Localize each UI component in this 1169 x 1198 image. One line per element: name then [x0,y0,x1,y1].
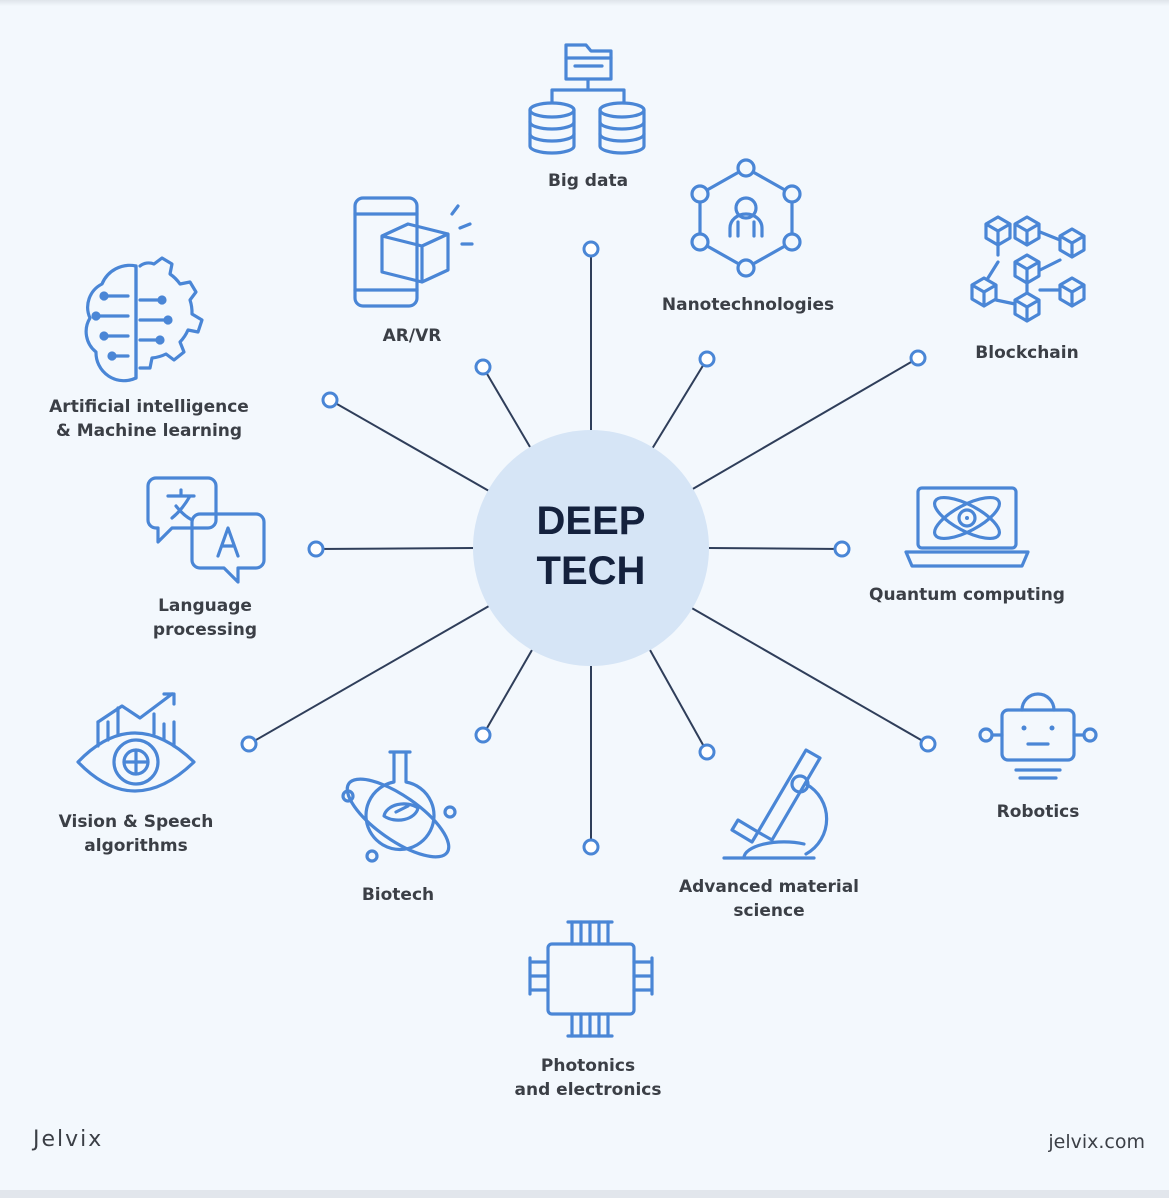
label-big-data: Big data [548,169,628,193]
center-circle [473,430,709,666]
laptop-atom-icon [904,486,1030,568]
node-nanotechnologies [698,350,716,368]
microscope-icon [722,748,829,860]
spoke-advanced-material [649,649,708,753]
label-language-processing-line-1: Language [158,596,252,616]
label-ar-vr: AR/VR [383,324,442,348]
center-title: DEEP TECH [537,496,646,596]
node-advanced-material [698,743,716,761]
label-vision-speech-line-1: Vision & Speech [58,812,214,832]
bottom-edge [0,1190,1169,1198]
spoke-blockchain [690,357,919,491]
node-big-data [582,240,600,258]
spoke-language-processing [315,547,475,550]
eye-chart-icon [76,692,196,793]
label-photonics-line-1: Photonics [540,1056,636,1076]
label-robotics-line-1: Robotics [996,802,1080,822]
robot-icon [978,692,1098,780]
node-biotech [474,726,492,744]
label-blockchain-line-1: Blockchain [975,343,1079,363]
center-title-line-2: TECH [536,549,646,593]
label-advanced-material-science: Advanced material science [679,875,859,923]
spoke-robotics [689,606,929,745]
label-ar-vr-line-1: AR/VR [382,326,442,346]
label-blockchain: Blockchain [975,341,1078,365]
label-language-processing-line-2: processing [152,620,258,640]
node-robotics [919,735,937,753]
label-ai-ml-line-2: & Machine learning [55,421,243,441]
node-ai-ml [321,391,339,409]
label-biotech-line-1: Biotech [361,885,435,905]
label-quantum-computing-line-1: Quantum computing [869,585,1065,605]
label-photonics-line-2: and electronics [514,1080,662,1100]
spoke-quantum-computing [707,547,843,550]
center-title-line-1: DEEP [536,499,646,543]
node-language-processing [307,540,325,558]
phone-cube-icon [353,196,474,308]
spoke-ai-ml [329,399,490,492]
node-vision-speech [240,735,258,753]
label-big-data-line-1: Big data [547,171,629,191]
translate-bubbles-icon [146,476,266,584]
label-photonics: Photonics and electronics [515,1054,662,1102]
node-photonics [582,838,600,856]
top-shadow-edge [0,0,1169,6]
spokes [248,249,929,847]
brand-url: jelvix.com [1048,1131,1145,1153]
node-blockchain [909,349,927,367]
label-advanced-material-line-1: Advanced material [678,877,860,897]
label-vision-speech-line-2: algorithms [84,836,188,856]
label-nanotechnologies: Nanotechnologies [662,293,834,317]
spoke-nanotechnologies [651,358,708,450]
chip-icon [528,920,654,1038]
spoke-biotech [482,649,533,736]
label-ai-ml: Artificial intelligence & Machine learni… [49,395,249,443]
node-quantum-computing [833,540,851,558]
flask-atom-icon [341,750,457,863]
nano-molecule-icon [690,158,802,278]
label-language-processing: Language processing [153,594,257,642]
label-nanotechnologies-line-1: Nanotechnologies [661,295,835,315]
brain-gear-icon [84,256,204,383]
database-icon [528,43,646,155]
label-vision-speech: Vision & Speech algorithms [59,810,214,858]
spoke-ar-vr [482,366,531,448]
node-ar-vr [474,358,492,376]
brand-logo: Jelvix [33,1127,104,1152]
label-robotics: Robotics [997,800,1080,824]
label-quantum-computing: Quantum computing [869,583,1065,607]
label-ai-ml-line-1: Artificial intelligence [49,397,249,417]
label-biotech: Biotech [362,883,434,907]
spoke-nodes [240,240,937,856]
blockchain-cubes-icon [970,215,1086,323]
label-advanced-material-line-2: science [733,901,805,921]
spoke-vision-speech [248,605,490,745]
